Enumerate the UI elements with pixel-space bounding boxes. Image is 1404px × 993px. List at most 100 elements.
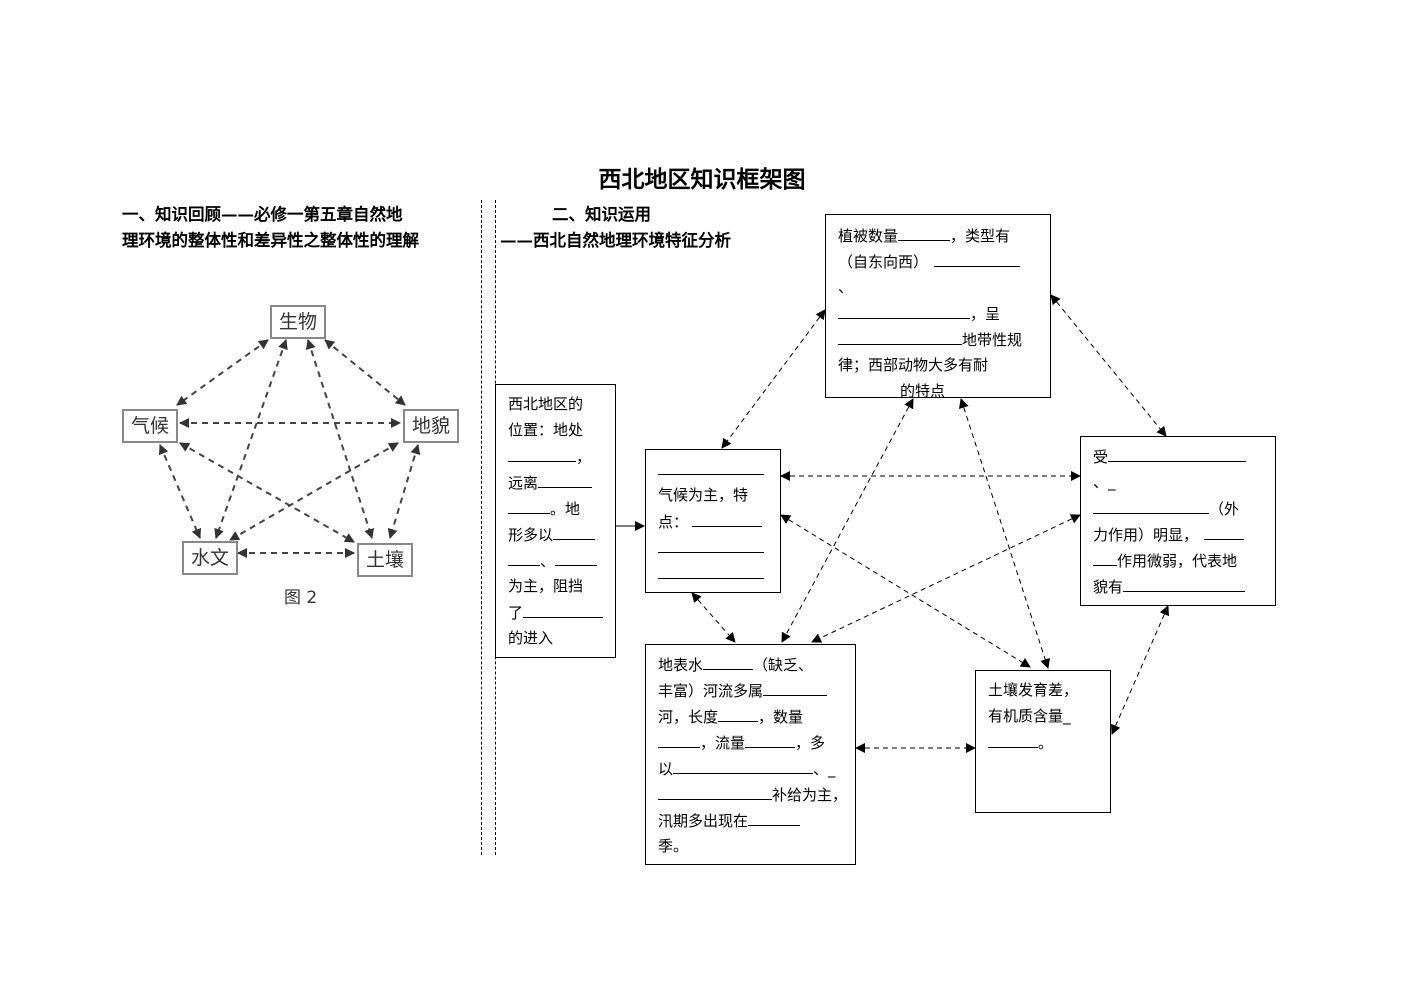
soil-box: 土壤发育差， 有机质含量_ 。 xyxy=(975,670,1111,813)
blank-field[interactable] xyxy=(508,547,540,566)
hydrology-text: ，数量 xyxy=(758,708,804,726)
location-text: ， xyxy=(576,448,592,466)
vegetation-text: 地带性规 xyxy=(962,331,1023,349)
figure-node-hydrology: 水文 xyxy=(182,541,238,575)
vegetation-text: （自东向西） xyxy=(838,253,929,271)
arrow-vegetation-soil xyxy=(959,398,1050,669)
location-line: 为主，阻挡 xyxy=(508,577,584,595)
vegetation-text: ，类型有 xyxy=(950,227,1011,245)
arrow-biology-landform xyxy=(324,339,406,406)
climate-text: 点： xyxy=(658,513,689,531)
location-line: 位置：地处 xyxy=(508,421,584,439)
blank-field[interactable] xyxy=(508,495,550,514)
blank-field[interactable] xyxy=(988,729,1038,748)
blank-field[interactable] xyxy=(673,755,814,774)
arrow-vegetation-landform xyxy=(1050,294,1167,437)
figure-node-biology: 生物 xyxy=(270,305,326,339)
arrow-climate-soil xyxy=(179,442,355,543)
section1-heading-line1: 一、知识回顾——必修一第五章自然地 xyxy=(122,205,403,224)
blank-field[interactable] xyxy=(538,469,593,488)
blank-field[interactable] xyxy=(658,534,764,553)
blank-field[interactable] xyxy=(838,326,962,345)
arrow-climate-hydrology xyxy=(691,592,736,643)
location-text: 了 xyxy=(508,604,524,622)
blank-field[interactable] xyxy=(763,677,828,696)
location-text: 、 xyxy=(540,552,556,570)
hydrology-text: ，多 xyxy=(795,734,826,752)
blank-field[interactable] xyxy=(658,560,764,579)
landform-text: 作用微弱，代表地 xyxy=(1117,552,1238,570)
section2-heading-line1: 二、知识运用 xyxy=(552,205,651,224)
blank-field[interactable] xyxy=(748,807,801,826)
arrow-landform-hydrology xyxy=(811,514,1081,643)
blank-field[interactable] xyxy=(508,443,576,462)
blank-field[interactable] xyxy=(703,651,754,670)
figure-node-climate: 气候 xyxy=(122,409,178,443)
soil-text: 。 xyxy=(1038,734,1054,752)
landform-text: （外 xyxy=(1209,500,1240,518)
arrow-vegetation-climate xyxy=(721,309,826,449)
blank-field[interactable] xyxy=(898,222,951,241)
location-line: 西北地区的 xyxy=(508,395,584,413)
hydrology-text: 地表水 xyxy=(658,656,704,674)
landform-text: 貌有 xyxy=(1093,578,1124,596)
blank-field[interactable] xyxy=(1093,495,1209,514)
arrow-biology-soil xyxy=(306,339,374,539)
hydrology-text: 、_ xyxy=(813,760,836,778)
blank-field[interactable] xyxy=(1108,443,1247,462)
arrow-landform-soil xyxy=(387,444,421,539)
section1-heading-line2: 理环境的整体性和差异性之整体性的理解 xyxy=(122,231,419,250)
blank-field[interactable] xyxy=(555,547,598,566)
landform-box: 受 、_ （外 力作用）明显， 作用微弱，代表地 貌有 xyxy=(1080,436,1276,606)
soil-line: 有机质含量_ xyxy=(988,707,1071,725)
blank-field[interactable] xyxy=(692,508,763,527)
figure-node-landform: 地貌 xyxy=(403,409,459,443)
hydrology-text: 汛期多出现在 xyxy=(658,812,749,830)
blank-field[interactable] xyxy=(838,300,970,319)
hydrology-text: （缺乏、 xyxy=(753,656,814,674)
hydrology-text: 以 xyxy=(658,760,674,778)
vegetation-text: ，呈 xyxy=(970,305,1001,323)
figure-node-soil: 土壤 xyxy=(357,543,413,577)
location-text: 形多以 xyxy=(508,526,554,544)
landform-text: 受 xyxy=(1093,448,1109,466)
hydrology-box: 地表水（缺乏、 丰富）河流多属 河，长度，数量 ，流量，多 以、_ 补给为主， … xyxy=(645,644,856,865)
page-title: 西北地区知识框架图 xyxy=(598,166,806,193)
arrow-biology-climate xyxy=(176,339,269,406)
arrow-climate-hydrology xyxy=(158,444,202,539)
figure-caption: 图 2 xyxy=(284,588,318,608)
landform-line: 、_ xyxy=(1093,473,1116,491)
vegetation-box: 植被数量，类型有 （自东向西） 、 ，呈 地带性规 律；西部动物大多有耐 的特点 xyxy=(825,214,1051,398)
hydrology-text: 河，长度 xyxy=(658,708,719,726)
blank-field[interactable] xyxy=(1204,521,1245,540)
blank-field[interactable] xyxy=(934,248,1021,267)
landform-text: 力作用）明显， xyxy=(1093,526,1199,544)
climate-box: 气候为主，特 点： xyxy=(645,449,781,593)
blank-field[interactable] xyxy=(658,729,700,748)
column-divider-left xyxy=(481,200,482,855)
arrow-landform-soil xyxy=(1111,605,1169,735)
climate-line: 气候为主，特 xyxy=(658,486,749,504)
blank-field[interactable] xyxy=(658,456,764,475)
blank-field[interactable] xyxy=(523,599,604,618)
blank-field[interactable] xyxy=(658,781,772,800)
vegetation-line: 、 xyxy=(838,278,854,296)
blank-field[interactable] xyxy=(718,703,759,722)
blank-field[interactable] xyxy=(1093,547,1117,566)
arrow-vegetation-hydrology xyxy=(781,398,914,643)
arrow-biology-hydrology xyxy=(214,339,288,539)
hydrology-text: 补给为主， xyxy=(772,786,848,804)
location-line: 的进入 xyxy=(508,629,554,647)
location-text: 远离 xyxy=(508,474,539,492)
blank-field[interactable] xyxy=(553,521,596,540)
blank-field[interactable] xyxy=(1123,573,1246,592)
vegetation-line: 的特点 xyxy=(900,382,946,398)
hydrology-text: 丰富）河流多属 xyxy=(658,682,764,700)
section2-heading-line2: ——西北自然地理环境特征分析 xyxy=(500,231,731,250)
figure-arrows xyxy=(158,339,421,558)
blank-field[interactable] xyxy=(745,729,796,748)
soil-line: 土壤发育差， xyxy=(988,681,1079,699)
hydrology-line: 季。 xyxy=(658,837,689,855)
vegetation-line: 律；西部动物大多有耐 xyxy=(838,356,989,374)
